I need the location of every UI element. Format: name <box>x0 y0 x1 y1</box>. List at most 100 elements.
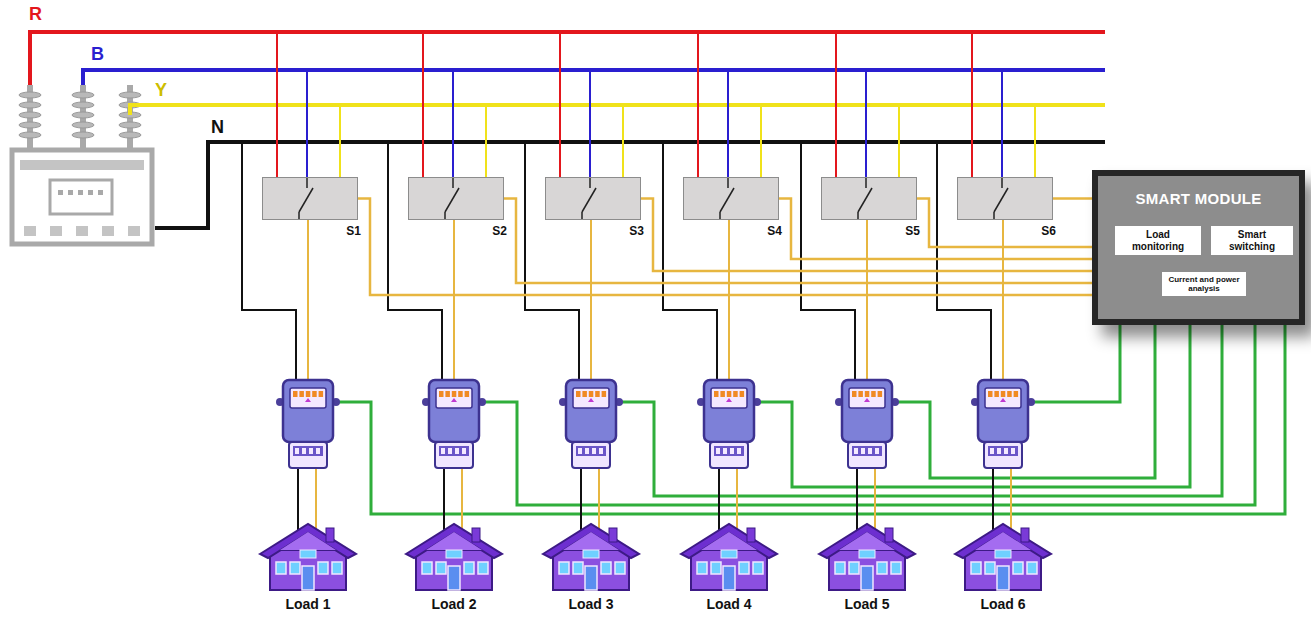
energy-meter <box>316 448 320 454</box>
house-icon <box>609 528 617 542</box>
energy-meter <box>306 391 311 397</box>
house-icon <box>1021 528 1029 542</box>
house-icon <box>723 566 735 590</box>
switch-symbol <box>546 178 640 219</box>
energy-meter <box>452 391 457 397</box>
b-phase-bus <box>83 70 1105 85</box>
house-icon <box>276 562 286 574</box>
house-icon <box>559 562 569 574</box>
energy-meter <box>852 391 857 397</box>
load-label: Load 6 <box>951 596 1055 612</box>
switch-label: S3 <box>629 224 644 238</box>
energy-meter <box>848 442 886 468</box>
transformer-symbol <box>19 122 41 128</box>
r-tap <box>559 32 561 177</box>
switch-symbol <box>994 188 1008 212</box>
phase-feed <box>1002 220 1004 380</box>
house-icon <box>753 562 763 574</box>
house-icon <box>583 550 599 558</box>
switch-box: S1 <box>262 177 358 220</box>
house-icon <box>446 550 462 558</box>
energy-meter <box>578 448 582 454</box>
phase-feed <box>866 220 868 380</box>
y-tap <box>485 105 487 177</box>
energy-meter <box>451 398 457 402</box>
house-icon <box>955 524 1051 558</box>
phase-label: R <box>29 4 42 25</box>
energy-meter <box>559 380 623 468</box>
neutral-bus <box>155 142 1105 228</box>
energy-meter <box>1011 448 1015 454</box>
energy-meter <box>599 448 603 454</box>
switch-symbol <box>589 178 591 188</box>
energy-meter <box>290 388 326 408</box>
switch-label: S1 <box>346 224 361 238</box>
energy-meter <box>289 442 327 468</box>
house-icon <box>478 562 488 574</box>
switch-symbol <box>719 212 721 219</box>
switch-symbol <box>958 178 1052 219</box>
switch-symbol <box>582 188 596 212</box>
module-title: SMART MODULE <box>1098 190 1299 207</box>
energy-meter <box>716 448 720 454</box>
energy-meter <box>1014 391 1019 397</box>
house-icon <box>260 524 356 558</box>
energy-meter <box>733 391 738 397</box>
meter-data-line <box>336 325 1285 514</box>
energy-meter <box>854 448 858 454</box>
house-icon <box>416 550 492 590</box>
function-label: Smart switching <box>1215 229 1289 252</box>
transformer-symbol <box>72 122 94 128</box>
switch-symbol <box>993 212 995 219</box>
transformer-symbol <box>19 112 41 118</box>
switch-label: S4 <box>767 224 782 238</box>
transformer-symbol <box>72 92 94 98</box>
energy-meter <box>576 391 581 397</box>
r-phase-bus <box>30 32 1105 85</box>
energy-meter <box>582 391 587 397</box>
energy-meter <box>727 391 732 397</box>
energy-meter <box>835 380 899 468</box>
energy-meter <box>589 391 594 397</box>
load-label: Load 2 <box>402 596 506 612</box>
transformer-symbol <box>88 190 93 195</box>
energy-meter <box>1004 448 1008 454</box>
switch-symbol <box>865 178 867 188</box>
energy-meter <box>436 388 472 408</box>
switch-symbol <box>263 178 357 219</box>
house-icon <box>965 550 1041 590</box>
transformer-symbol <box>128 226 140 236</box>
switch-symbol <box>720 188 734 212</box>
energy-meter <box>737 448 741 454</box>
house-icon <box>256 520 360 592</box>
switch-box: S2 <box>408 177 504 220</box>
energy-meter <box>726 398 732 402</box>
house-icon <box>472 528 480 542</box>
energy-meter <box>858 391 863 397</box>
house-icon <box>859 550 875 558</box>
house-icon <box>691 550 767 590</box>
energy-meter <box>441 448 445 454</box>
energy-meter <box>861 448 865 454</box>
energy-meter <box>576 446 606 456</box>
transformer-symbol <box>19 132 41 138</box>
house-icon <box>891 562 901 574</box>
switch-symbol <box>444 212 446 219</box>
transformer-symbol <box>19 92 41 98</box>
energy-meter <box>585 448 589 454</box>
switch-box: S3 <box>545 177 641 220</box>
house-icon <box>402 520 506 592</box>
meter-data-line <box>482 325 1255 505</box>
house-icon <box>464 562 474 574</box>
energy-meter <box>293 391 298 397</box>
energy-meter <box>573 388 609 408</box>
house-icon <box>1013 562 1023 574</box>
house-icon <box>681 524 777 558</box>
bus-bars <box>30 32 1105 228</box>
load-house: Load 1 <box>256 520 360 612</box>
energy-meter <box>978 380 1028 442</box>
transformer-symbol <box>58 190 63 195</box>
transformer-symbol <box>72 132 94 138</box>
phase-label: B <box>91 44 104 65</box>
house-icon <box>422 562 432 574</box>
